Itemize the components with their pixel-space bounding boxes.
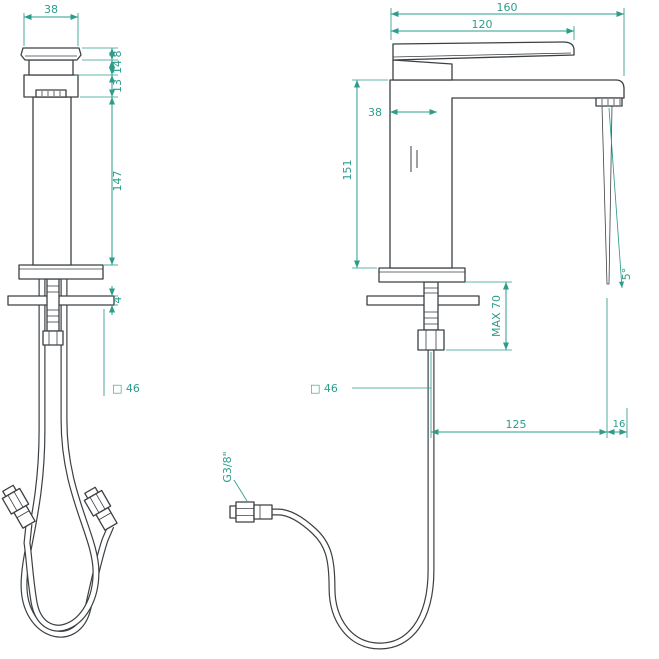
- dim-overall-length-label: 160: [497, 1, 518, 14]
- dim-handle-length-label: 120: [472, 18, 493, 31]
- supply-hose-right-core: [24, 279, 99, 631]
- leader-hose-thread: [233, 479, 248, 502]
- dim-handle-width-label: 38: [44, 3, 58, 16]
- handle-neck: [28, 59, 74, 76]
- front-faucet-drawing: [0, 47, 121, 638]
- front-view: 38 8 14 13 147 4 □ 46: [0, 3, 140, 638]
- side-rod-threads: [424, 287, 438, 325]
- side-view: 160 120 38 151 5° MAX 70 □ 46: [221, 1, 633, 650]
- body-engraving-2: [416, 150, 418, 168]
- dim-line-stream-angle: [608, 107, 625, 289]
- side-mounting-nut: [417, 329, 445, 351]
- aerator-slots: [41, 91, 61, 96]
- dim-overall-height-label: 151: [341, 160, 354, 181]
- hose-fitting-left: [0, 482, 39, 531]
- side-hose-fitting: [229, 501, 273, 523]
- base-plate: [18, 264, 104, 280]
- dim-handle-thickness-label: 8: [111, 51, 124, 58]
- aerator: [35, 89, 67, 98]
- dim-tip-offset-label: 16: [613, 419, 626, 430]
- side-body-spout: [389, 79, 625, 269]
- dim-bracket-thickness-label: 4: [111, 297, 124, 304]
- dim-max-mounting-label: MAX 70: [490, 295, 503, 337]
- dim-base-square-label-front: □ 46: [112, 382, 140, 395]
- side-dimensions: 160 120 38 151 5° MAX 70 □ 46: [221, 1, 633, 502]
- front-supply-hoses: [20, 279, 115, 638]
- side-mounting-bracket: [366, 295, 480, 306]
- dim-outlet-reach-label: 125: [506, 418, 527, 431]
- rod-threads: [47, 285, 59, 323]
- side-faucet-drawing: [229, 41, 625, 650]
- side-lever-edge: [392, 52, 572, 58]
- side-base-plate: [378, 267, 466, 283]
- mounting-nut: [42, 330, 64, 346]
- handle-cap: [20, 47, 82, 61]
- threaded-rod: [46, 278, 60, 332]
- side-handle-lever: [392, 41, 575, 61]
- faucet-body: [32, 96, 72, 266]
- side-supply-hose: [272, 350, 435, 650]
- side-aerator-slots: [601, 99, 621, 105]
- dim-stream-angle-label: 5°: [620, 268, 633, 281]
- front-dimensions: 38 8 14 13 147 4 □ 46: [23, 3, 140, 396]
- side-supply-hose-core: [272, 350, 434, 649]
- dim-hose-thread-label: G3/8": [221, 451, 234, 482]
- side-handle-base: [392, 59, 453, 81]
- dim-body-height-label: 147: [111, 171, 124, 192]
- dim-body-depth-label: 38: [368, 106, 382, 119]
- dim-spout-mouth-label: 13: [111, 79, 124, 93]
- dim-cartridge-label: 14: [111, 60, 124, 74]
- side-threaded-rod: [423, 281, 439, 331]
- dim-base-square-label-side: □ 46: [310, 382, 338, 395]
- mounting-bracket: [7, 295, 115, 306]
- body-engraving: [410, 146, 412, 172]
- side-aerator: [595, 97, 623, 107]
